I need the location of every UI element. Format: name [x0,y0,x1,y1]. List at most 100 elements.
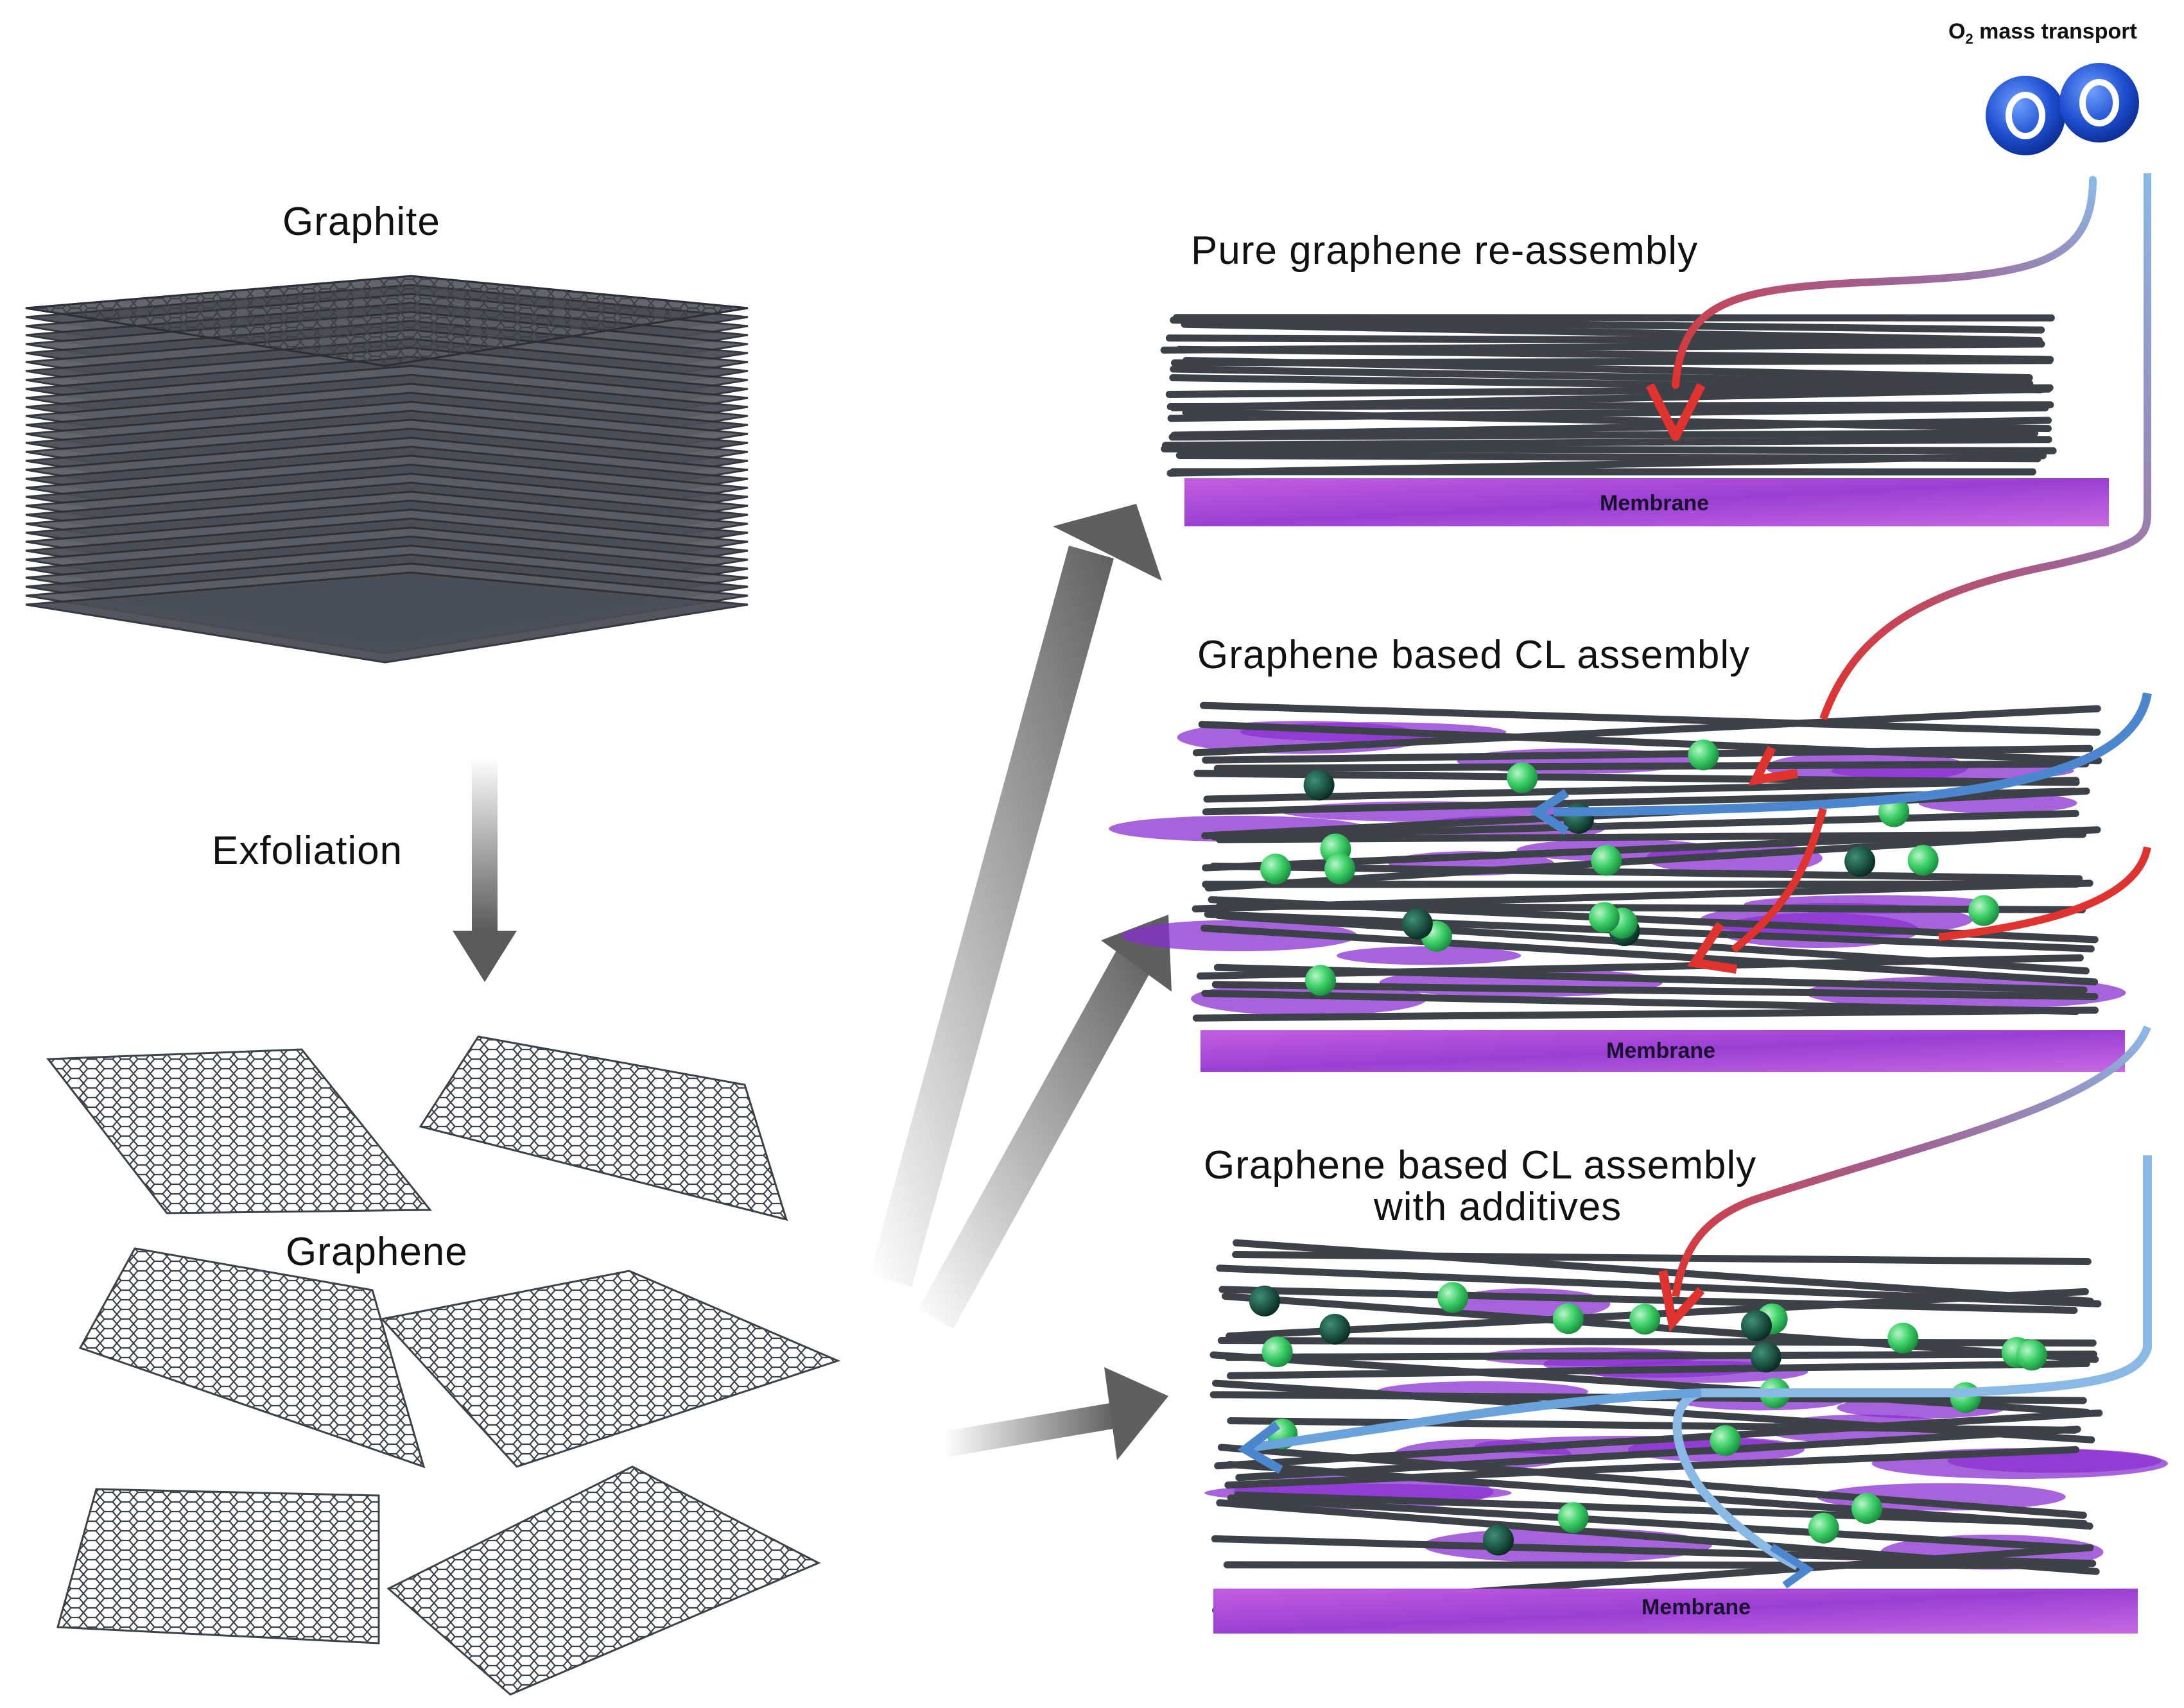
graphene-sheet [78,1247,426,1469]
o2-mass-transport-label: O2 mass transport [1948,19,2137,47]
graphene-sheet [56,1488,380,1644]
panel-pure-reassembly [1160,176,2109,526]
graphene-sheet [46,1048,433,1214]
additive-particle-green [1808,1512,1839,1544]
o2-path-blocked [1672,176,2097,389]
graphene-sheet-edge [1200,924,2099,986]
graphene-sheet-edge [1170,417,2052,439]
additive-particle-green [1907,845,1939,876]
additive-particle-dark [1319,1313,1351,1345]
additive-particle-green [1591,845,1622,876]
additive-particle-dark [1750,1341,1781,1373]
panel-cl-assembly [1109,173,2152,1072]
graphene-sheet-edge [1165,334,2038,345]
graphene-sheet-edge [1213,963,2088,994]
additive-particle-green [1950,1382,1981,1413]
graphene-sheet-edge [1217,1444,2087,1519]
graphene-sheet-edge [1170,316,2045,334]
graphene-sheet-edge [1204,910,2095,953]
additive-particle-dark [1740,1310,1772,1341]
cl-assembly-title: Graphene based CL assembly [1197,633,1751,677]
graphene-sheet-edge [1203,777,2080,803]
graphene-sheet-edge [1211,981,2099,1001]
graphene-sheet-edge [1202,826,2101,872]
process-arrow-icon [944,1367,1168,1460]
graphene-sheet-edge [1170,365,2034,388]
graphene-sheet-edge [1198,721,2102,764]
additive-particle-green [1507,762,1538,793]
additive-particle-dark [1844,846,1876,877]
graphite-top-layer [25,275,749,367]
exfoliation-arrow-icon [453,757,517,982]
additive-particle-green [1437,1282,1469,1313]
additive-particle-dark [1249,1285,1280,1316]
graphene-sheet-edge [1222,1292,2099,1363]
graphene-sheet-edge [1223,1561,2090,1569]
additive-particle-green [1887,1322,1919,1354]
additive-particle-dark [1482,1524,1514,1556]
ionomer-patch [1337,946,1521,965]
additive-particle-dark [1303,770,1335,801]
process-arrow-icon [870,504,1162,1287]
graphene-stack-with-additives [1209,1239,2103,1614]
additive-particle-green [1968,895,2000,926]
graphene-sheet-edge [1217,1337,2097,1347]
graphene-sheet-edge [1234,1491,2088,1527]
o2-flow-path [1672,1025,2151,1297]
ionomer-patch [1122,920,1358,951]
additive-particle-green [1305,965,1337,996]
graphene-sheet-edge [1226,1359,2090,1379]
graphene-sheet-edge [1235,1426,2081,1481]
graphene-sheet-edge [1204,829,2086,892]
graphite-label: Graphite [282,200,440,244]
additive-particle-green [2016,1340,2047,1371]
graphene-sheet-edge [1192,1006,2099,1022]
membrane-layer [1200,1030,2125,1072]
cl-additives-title: Graphene based CL assembly [1204,1143,1757,1187]
additive-particle-green [1552,1303,1584,1334]
panel-cl-additives [1204,1025,2168,1634]
additive-particle-green [1629,1304,1661,1335]
graphene-sheet-edge [1192,705,2101,757]
additive-particle-green [1588,902,1620,933]
additive-particle-green [1324,853,1356,884]
graphene-sheet-edge [1224,1445,2079,1489]
graphene-sheet-edge [1209,862,2083,883]
membrane-label: Membrane [1642,1595,1751,1619]
membrane-layer [1184,478,2109,526]
graphite-layer [25,571,749,664]
membrane-label: Membrane [1600,491,1710,515]
graphene-sheet-edge [1202,745,2093,764]
graphene-sheet-edge [1161,445,2057,454]
graphene-sheet-edge [1168,429,2039,441]
additive-particle-green [1260,853,1292,884]
exfoliation-label: Exfoliation [212,829,403,873]
additive-particle-dark [1401,908,1433,940]
additive-particle-green [1710,1425,1741,1456]
graphene-sheet [380,1270,841,1468]
membrane-layer [1213,1589,2138,1634]
graphene-sheet-edge [1210,809,2079,841]
graphene-sheet-edge [1199,702,2101,736]
catalyst-particles [1249,1282,2047,1556]
o2-flow-path [1819,173,2151,721]
o2-molecule-icon [1986,63,2139,155]
graphene-sheets [46,1035,841,1696]
graphene-sheet-edge [1224,1350,2097,1361]
pure-reassembly-title: Pure graphene re-assembly [1191,229,1699,273]
membrane-label: Membrane [1606,1039,1716,1063]
graphene-label: Graphene [286,1230,468,1274]
additive-particle-green [1851,1493,1882,1524]
graphene-sheet-edge [1218,1286,2078,1315]
graphene-sheet-edge [1166,401,2054,411]
graphene-sheet-edge [1161,436,2052,449]
graphene-sheet-edge [1183,357,2033,381]
graphene-sheet [386,1465,821,1696]
additive-particle-green [1688,739,1719,771]
graphene-sheet-edge [1213,760,2090,772]
additive-particle-green [1557,1502,1589,1533]
graphite-stack [25,275,749,664]
graphene-stack-dense [1160,314,2057,477]
graphene-sheet-edge [1232,1250,2092,1266]
